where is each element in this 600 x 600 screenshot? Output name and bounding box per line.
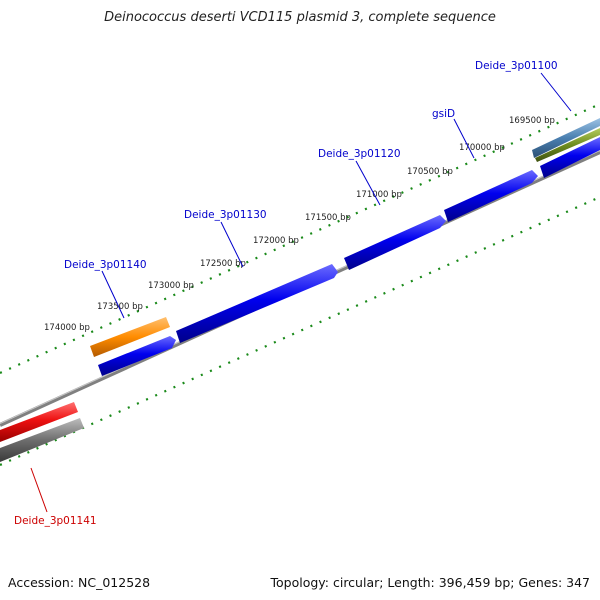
gene-label-Deide_3p01141[interactable]: Deide_3p01141 (14, 515, 97, 527)
tick-label-170500: 170500 bp (407, 167, 453, 177)
tick-label-173500: 173500 bp (97, 302, 143, 312)
gene-Deide_3p01100-feature[interactable] (532, 118, 600, 158)
leader-Deide_3p01120 (355, 160, 381, 206)
map-title: Deinococcus deserti VCD115 plasmid 3, co… (104, 10, 496, 25)
gene-Deide_3p01120-feature[interactable] (344, 215, 446, 270)
olive-feature[interactable] (535, 128, 600, 162)
gray-feature[interactable] (0, 418, 84, 462)
tick-label-170000: 170000 bp (459, 143, 505, 153)
gene-label-Deide_3p01140[interactable]: Deide_3p01140 (64, 259, 147, 271)
leader-gsiD (453, 118, 475, 159)
gene-next-blue-feature[interactable] (540, 137, 600, 178)
gene-label-Deide_3p01120[interactable]: Deide_3p01120 (318, 148, 401, 160)
outer-tick-track (0, 102, 600, 375)
topology-summary-text: Topology: circular; Length: 396,459 bp; … (270, 575, 591, 590)
outer-tick-ring (0, 102, 600, 375)
inner-tick-ring (0, 195, 600, 467)
gene-Deide_3p01140-feature[interactable] (98, 336, 176, 376)
tick-label-174000: 174000 bp (44, 323, 90, 333)
gene-labels: Deide_3p01100 gsiD Deide_3p01120 Deide_3… (14, 60, 558, 527)
leader-Deide_3p01130 (220, 221, 244, 268)
leader-Deide_3p01140 (101, 270, 125, 319)
gene-label-gsiD[interactable]: gsiD (432, 108, 455, 120)
tick-labels: 174000 bp 173500 bp 173000 bp 172500 bp … (44, 116, 555, 333)
tick-label-171000: 171000 bp (356, 190, 402, 200)
tick-label-173000: 173000 bp (148, 281, 194, 291)
tick-label-169500: 169500 bp (509, 116, 555, 126)
leader-Deide_3p01141 (30, 467, 48, 513)
inner-tick-track (0, 195, 600, 467)
orange-feature[interactable] (90, 317, 170, 357)
gene-label-Deide_3p01100[interactable]: Deide_3p01100 (475, 60, 558, 72)
tick-label-172000: 172000 bp (253, 236, 299, 246)
leader-Deide_3p01100 (540, 72, 572, 112)
tick-label-171500: 171500 bp (305, 213, 351, 223)
gene-Deide_3p01141-feature[interactable] (0, 402, 78, 442)
accession-text: Accession: NC_012528 (8, 575, 151, 590)
gene-gsiD-feature[interactable] (444, 170, 538, 222)
gene-label-Deide_3p01130[interactable]: Deide_3p01130 (184, 209, 267, 221)
gene-label-leaders (30, 72, 572, 513)
gene-Deide_3p01130-feature[interactable] (176, 264, 338, 343)
tick-label-172500: 172500 bp (200, 259, 246, 269)
